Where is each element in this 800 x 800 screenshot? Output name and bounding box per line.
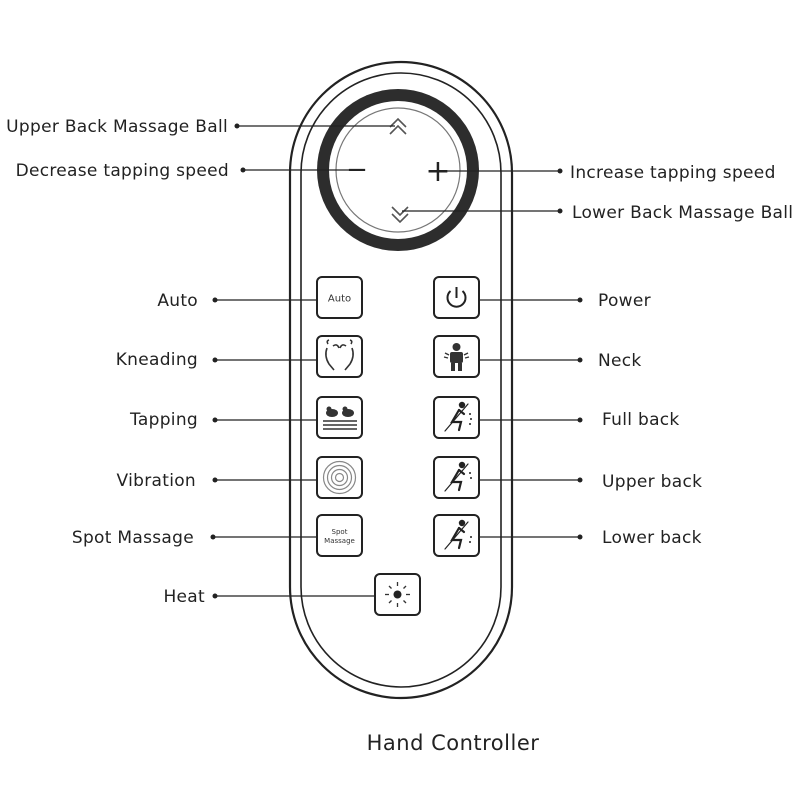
recline-person-icon [444,401,472,432]
leader-decrease-speed [240,167,352,173]
label-lower-back-massage-ball: Lower Back Massage Ball [572,203,793,223]
label-power: Power [598,291,651,311]
vibration-button[interactable] [316,456,363,499]
label-lower-back: Lower back [602,528,702,548]
label-kneading: Kneading [116,350,198,370]
label-heat: Heat [163,587,205,607]
label-tapping: Tapping [129,410,198,430]
spot-button-text-2: Massage [324,537,355,545]
recline-person-icon [444,461,472,492]
leader-upper-back [479,477,583,483]
label-increase-tapping-speed: Increase tapping speed [570,163,776,183]
leader-kneading [212,357,317,363]
spot-button-text-1: Spot [332,528,348,536]
dial-down-icon[interactable] [391,206,409,224]
leader-increase-speed [438,168,563,174]
full-back-button[interactable] [433,396,480,439]
leader-power [479,297,583,303]
leader-spot-massage [210,534,317,540]
dial-up-icon[interactable] [389,117,407,135]
tapping-button[interactable] [316,396,363,439]
lower-back-button[interactable] [433,514,480,557]
auto-button-text: Auto [328,294,351,305]
label-full-back: Full back [602,410,680,430]
label-vibration: Vibration [117,471,196,491]
sun-icon [385,582,410,607]
kneading-button[interactable] [316,335,363,378]
leader-auto [212,297,317,303]
power-icon [446,287,467,308]
recline-person-icon [444,519,472,550]
vibration-waves-icon [322,460,357,495]
label-upper-back: Upper back [602,472,702,492]
leader-tapping [212,417,317,423]
leader-heat [212,593,375,599]
leader-lower-back [479,534,583,540]
label-spot-massage: Spot Massage [72,528,194,548]
kneading-hands-icon [325,339,354,371]
label-auto: Auto [157,291,198,311]
spot-massage-button[interactable]: Spot Massage [316,514,363,557]
dial-minus-button[interactable]: − [346,155,368,185]
leader-neck [479,357,583,363]
label-upper-back-massage-ball: Upper Back Massage Ball [6,117,228,137]
leader-upper-back-ball [234,123,395,129]
leader-lower-back-ball [402,208,563,214]
caption-hand-controller: Hand Controller [367,731,540,755]
leader-full-back [479,417,583,423]
neck-person-icon [443,343,470,371]
leader-vibration [212,477,317,483]
label-decrease-tapping-speed: Decrease tapping speed [16,161,229,181]
heat-button[interactable] [374,573,421,616]
neck-button[interactable] [433,335,480,378]
power-button[interactable] [433,276,480,319]
tapping-hands-icon [323,406,357,430]
label-neck: Neck [598,351,642,371]
upper-back-button[interactable] [433,456,480,499]
auto-button[interactable]: Auto [316,276,363,319]
